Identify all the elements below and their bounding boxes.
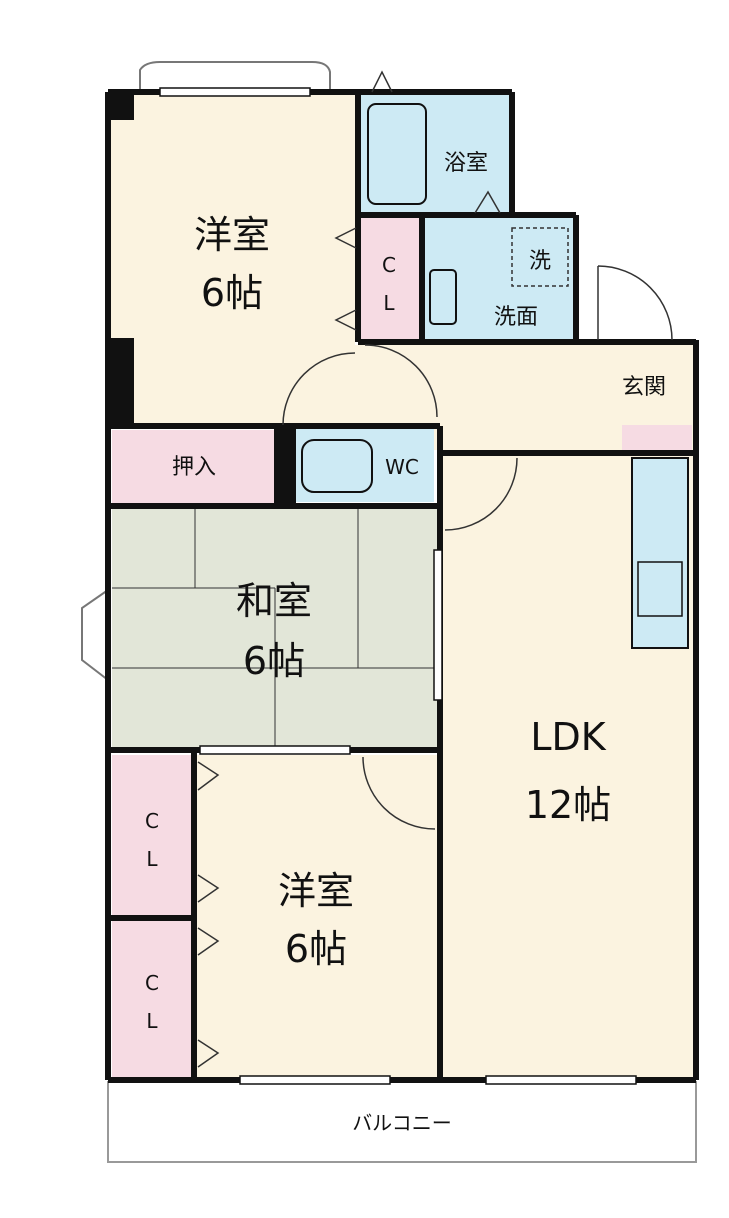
western-top-name: 洋室 [194, 213, 270, 257]
bathtub [367, 103, 427, 205]
western-bottom-name: 洋室 [278, 869, 354, 913]
closet-doors [197, 227, 357, 1068]
oshiire-label: 押入 [172, 455, 216, 480]
entrance-label: 玄関 [622, 375, 666, 400]
western-room-bottom [195, 755, 438, 1078]
door-swings [282, 70, 673, 830]
wall-block-3 [274, 426, 296, 506]
balcony-label: バルコニー [352, 1111, 452, 1135]
wall-block-2 [108, 338, 134, 428]
western-bottom-size: 6帖 [285, 927, 347, 971]
washroom-label: 洗面 [494, 305, 538, 330]
ldk-name: LDK [530, 715, 606, 759]
closet-bottom-2-l: L [146, 1009, 158, 1033]
kitchen-sink [637, 561, 683, 617]
closet-bottom-1 [112, 755, 192, 917]
wall-block-1 [108, 92, 134, 120]
oshiire [112, 430, 274, 504]
closet-bottom-2-c: C [145, 971, 159, 995]
washer-box [511, 227, 569, 287]
wc-label: WC [385, 455, 419, 479]
japanese-name: 和室 [236, 579, 312, 623]
closet-bottom-1-l: L [146, 847, 158, 871]
closet-top-c: C [382, 253, 396, 277]
closet-bottom-2 [112, 920, 192, 1078]
kitchen-counter [631, 457, 689, 649]
tatami-lines [112, 508, 438, 748]
balcony [107, 1081, 697, 1163]
closet-bottom-1-c: C [145, 809, 159, 833]
western-room-top [110, 95, 355, 425]
closet-top-l: L [383, 291, 395, 315]
ldk-size: 12帖 [525, 783, 611, 827]
western-top-size: 6帖 [201, 271, 263, 315]
washer-label: 洗 [529, 249, 551, 274]
wash-basin [429, 269, 457, 325]
bath-label: 浴室 [444, 151, 488, 176]
bay-window-top [139, 61, 331, 92]
japanese-size: 6帖 [243, 639, 305, 683]
closet-top [358, 218, 420, 340]
windows [159, 87, 637, 1085]
entrance-closet [622, 425, 692, 451]
toilet [301, 439, 373, 493]
bay-window-left [81, 589, 109, 681]
